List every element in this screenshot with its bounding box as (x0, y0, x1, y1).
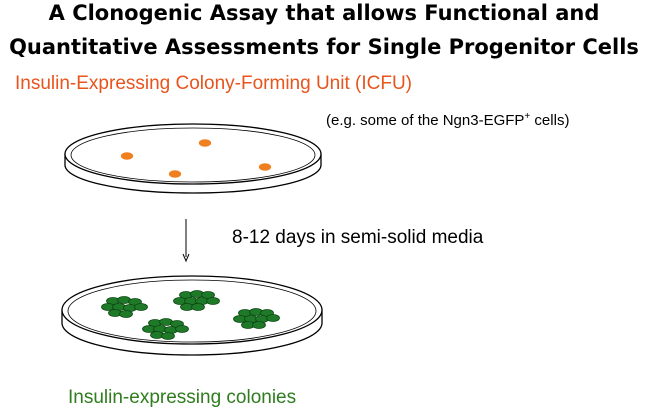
colony (142, 318, 189, 340)
colony (101, 296, 148, 318)
process-arrow (182, 219, 190, 263)
colony-cell (266, 314, 280, 322)
title-line-2: Quantitative Assessments for Single Prog… (9, 35, 639, 59)
top-petri-dish (64, 123, 322, 194)
bottom-petri-dish (61, 275, 323, 356)
note-prefix: (e.g. some of the Ngn3-EGFP (326, 112, 525, 129)
colony-cell (134, 303, 148, 311)
colonies (101, 290, 280, 340)
bottom-dish-inner-rim (67, 279, 317, 343)
top-dish-rim (64, 123, 322, 185)
colony-cell (161, 332, 175, 340)
progenitor-cell (258, 163, 272, 171)
note-suffix: cells) (530, 112, 570, 129)
colony-cell (175, 325, 189, 333)
colony-cell (119, 310, 133, 318)
colony-cell (191, 303, 205, 311)
colonies-label: Insulin-expressing colonies (68, 387, 297, 408)
progenitor-cell (198, 139, 212, 147)
progenitor-cell (168, 170, 182, 178)
bottom-dish-wall (61, 310, 323, 356)
progenitor-cell (120, 152, 134, 160)
colony (233, 308, 280, 329)
colony (173, 290, 220, 311)
incubation-step-label: 8-12 days in semi-solid media (232, 227, 484, 248)
colony-cell (252, 321, 266, 329)
arrow-head (182, 253, 190, 263)
colony-cell (206, 297, 220, 305)
icfu-label: Insulin-Expressing Colony-Forming Unit (… (15, 73, 412, 94)
example-note: (e.g. some of the Ngn3-EGFP+ cells) (326, 112, 569, 130)
bottom-dish-rim (61, 275, 323, 345)
top-dish-wall (64, 154, 322, 194)
title-line-1: A Clonogenic Assay that allows Functiona… (48, 1, 600, 25)
note-superscript: + (524, 111, 531, 122)
top-dish-inner-rim (70, 127, 316, 183)
single-cells (120, 139, 272, 178)
